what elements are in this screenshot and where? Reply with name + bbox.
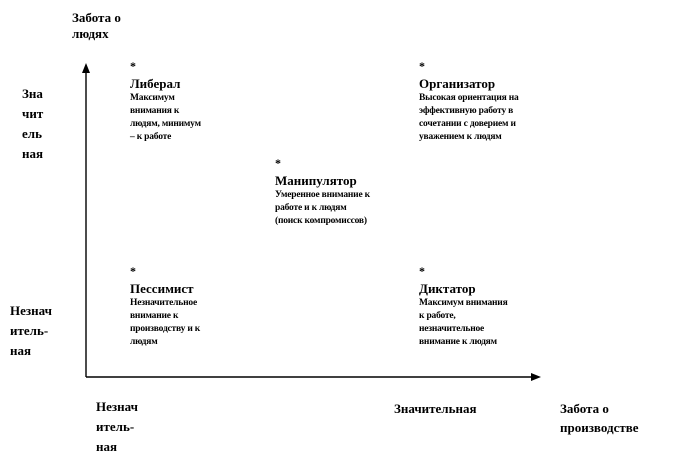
x-axis-low-label: Незнач итель- ная	[96, 397, 138, 457]
desc-line: уважением к людям	[419, 132, 502, 142]
y-axis-title: Забота о людях	[72, 10, 121, 42]
x-low-line: Незнач	[96, 399, 138, 414]
y-axis-line	[82, 63, 90, 377]
desc-line: людям, минимум	[130, 119, 201, 129]
desc-line: внимание к	[130, 311, 179, 321]
node-liberal: * Либерал Максимум внимания к людям, мин…	[130, 60, 201, 144]
x-low-line: итель-	[96, 419, 135, 434]
node-marker: *	[130, 59, 136, 73]
y-axis-title-line: Забота о	[72, 10, 121, 25]
desc-line: работе и к людям	[275, 203, 347, 213]
x-axis-title-line: Забота о	[560, 401, 609, 416]
node-title: Пессимист	[130, 281, 194, 296]
node-title: Диктатор	[419, 281, 476, 296]
node-marker: *	[275, 156, 281, 170]
desc-line: к работе,	[419, 311, 456, 321]
node-marker: *	[419, 264, 425, 278]
node-dictator: * Диктатор Максимум внимания к работе, н…	[419, 265, 508, 349]
y-high-line: Зна	[22, 86, 43, 101]
desc-line: сочетании с доверием и	[419, 119, 516, 129]
node-description: Максимум внимания к людям, минимум – к р…	[130, 92, 201, 144]
desc-line: людям	[130, 337, 158, 347]
desc-line: эффективную работу в	[419, 106, 514, 116]
node-manipulator: * Манипулятор Умеренное внимание к работ…	[275, 157, 370, 228]
node-title: Либерал	[130, 76, 181, 91]
node-marker: *	[130, 264, 136, 278]
node-description: Максимум внимания к работе, незначительн…	[419, 297, 508, 349]
y-axis-title-line: людях	[72, 26, 109, 41]
desc-line: Максимум	[130, 93, 175, 103]
node-description: Незначительное внимание к производству и…	[130, 297, 200, 349]
node-marker: *	[419, 59, 425, 73]
y-high-line: чит	[22, 106, 44, 121]
x-axis-line	[86, 373, 541, 381]
desc-line: незначительное	[419, 324, 485, 334]
node-description: Умеренное внимание к работе и к людям (п…	[275, 189, 370, 228]
node-title: Организатор	[419, 76, 496, 91]
desc-line: (поиск компромиссов)	[275, 216, 367, 226]
x-axis-title: Забота о производстве	[560, 399, 639, 437]
node-description: Высокая ориентация на эффективную работу…	[419, 92, 519, 144]
desc-line: внимание к людям	[419, 337, 497, 347]
desc-line: – к работе	[130, 132, 172, 142]
desc-line: производству и к	[130, 324, 201, 334]
x-axis-title-line: производстве	[560, 420, 639, 435]
y-low-line: итель-	[10, 323, 49, 338]
desc-line: Незначительное	[130, 298, 197, 308]
node-title: Манипулятор	[275, 173, 357, 188]
y-low-line: ная	[10, 343, 32, 358]
node-organizer: * Организатор Высокая ориентация на эффе…	[419, 60, 519, 144]
y-axis-low-label: Незнач итель- ная	[10, 301, 52, 361]
y-low-line: Незнач	[10, 303, 52, 318]
desc-line: Максимум внимания	[419, 298, 508, 308]
x-axis-high-label: Значительная	[394, 401, 477, 416]
node-pessimist: * Пессимист Незначительное внимание к пр…	[130, 265, 200, 349]
y-high-line: ная	[22, 146, 44, 161]
desc-line: Высокая ориентация на	[419, 93, 519, 103]
x-low-line: ная	[96, 439, 118, 454]
y-high-line: ель	[22, 126, 42, 141]
y-axis-high-label: Зна чит ель ная	[22, 84, 43, 164]
desc-line: Умеренное внимание к	[275, 190, 370, 200]
desc-line: внимания к	[130, 106, 180, 116]
